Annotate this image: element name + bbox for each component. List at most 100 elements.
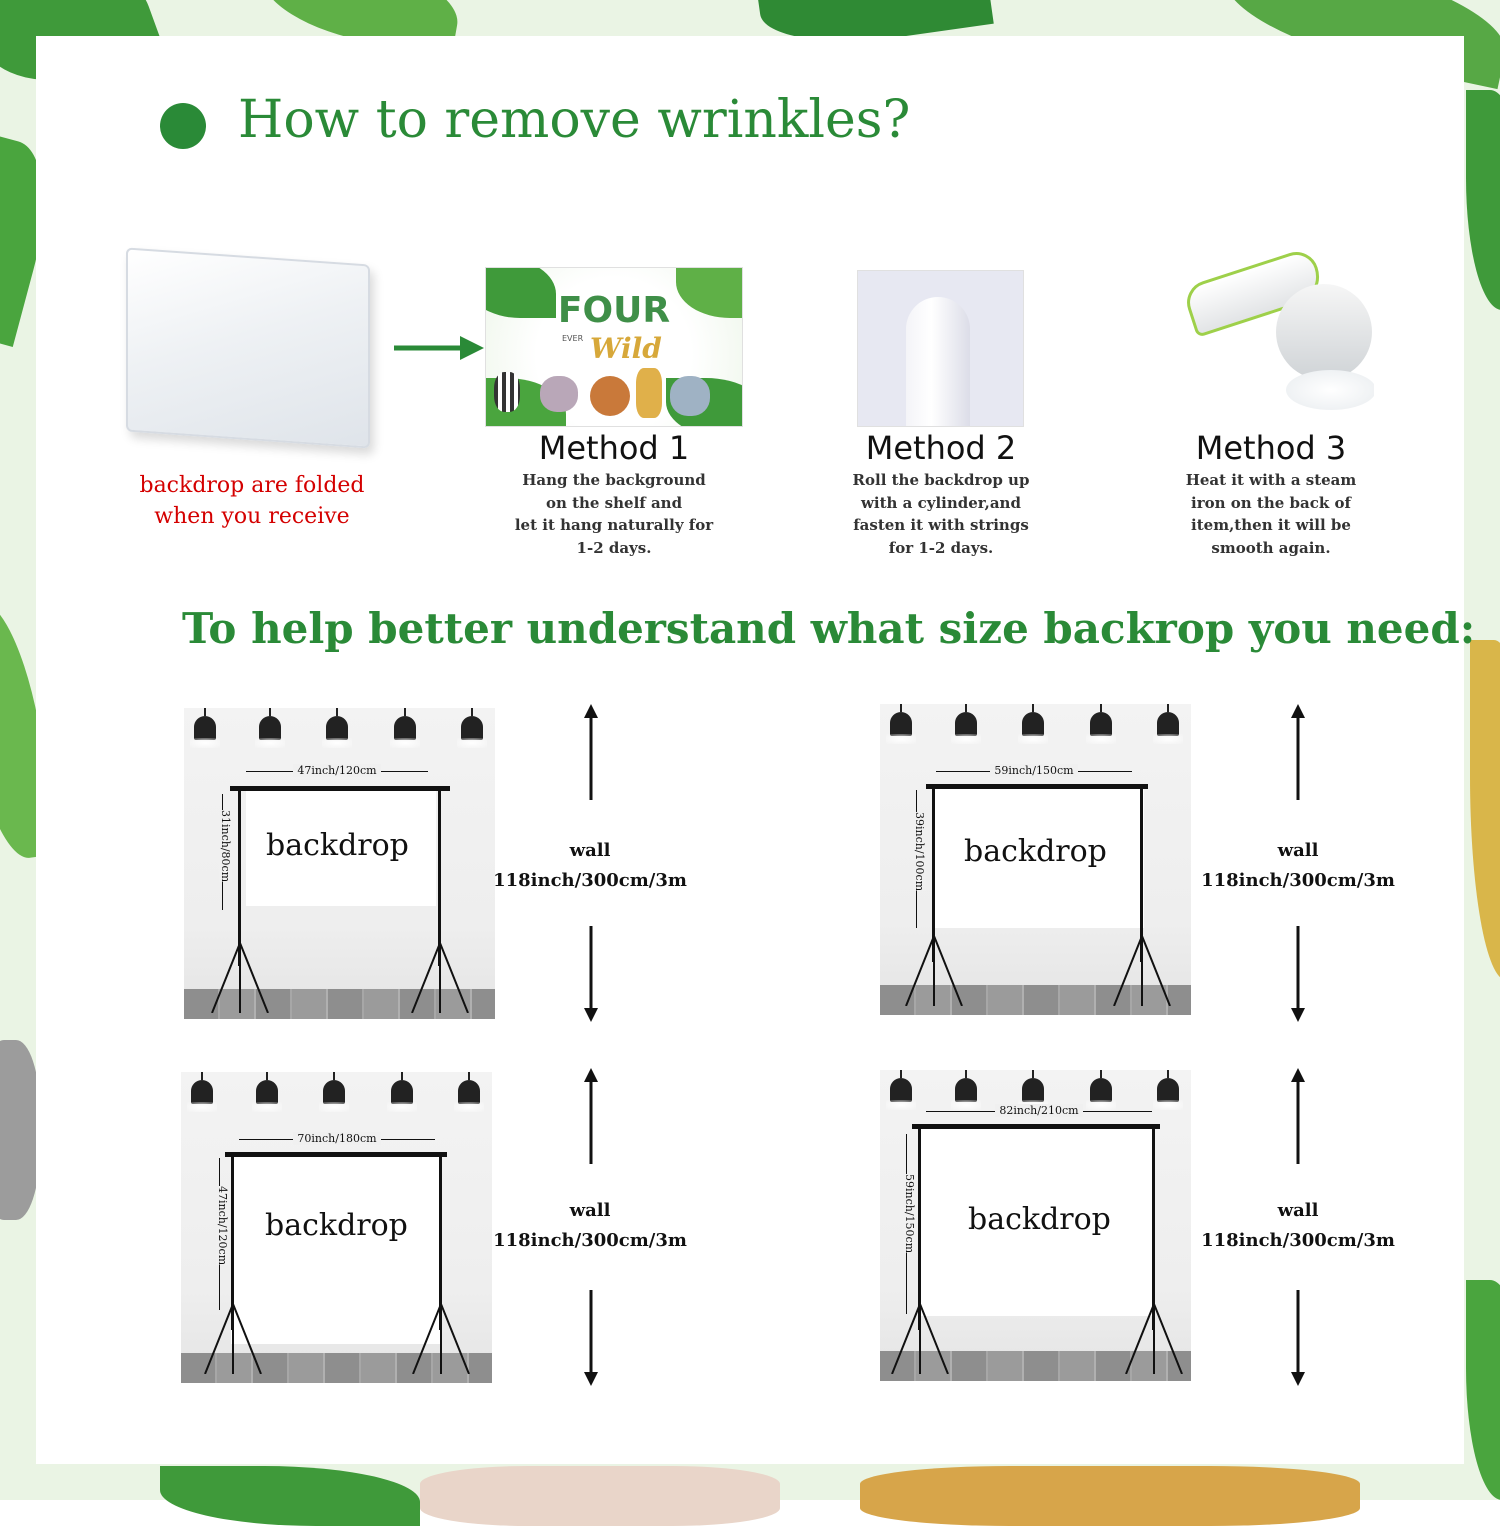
lamp-icon bbox=[390, 708, 420, 748]
wood-floor bbox=[880, 1351, 1191, 1381]
arrow-down-icon bbox=[1291, 926, 1305, 1022]
tripod-icon bbox=[905, 936, 963, 1006]
method3-thumbnail bbox=[1176, 250, 1374, 412]
height-label: 47inch/120cm bbox=[216, 1186, 229, 1266]
page-title: How to remove wrinkles? bbox=[238, 90, 911, 150]
crossbar bbox=[912, 1124, 1160, 1129]
width-dimension: 70inch/180cm bbox=[239, 1132, 435, 1145]
crossbar bbox=[926, 784, 1148, 789]
leaf-decoration bbox=[860, 1466, 1360, 1526]
height-label: 39inch/100cm bbox=[913, 812, 926, 892]
method1-description: Hang the background on the shelf and let… bbox=[486, 469, 742, 559]
method1-title: Method 1 bbox=[538, 429, 690, 467]
width-label: 82inch/210cm bbox=[995, 1104, 1083, 1117]
method2-thumbnail bbox=[857, 270, 1024, 427]
tripod-icon bbox=[411, 943, 469, 1013]
wall-label: wall bbox=[1277, 1200, 1319, 1221]
content-panel: How to remove wrinkles? backdrop are fol… bbox=[36, 36, 1475, 1464]
lamp-icon bbox=[255, 708, 285, 748]
tripod-icon bbox=[891, 1304, 949, 1374]
lamp-icon bbox=[1018, 1070, 1048, 1110]
backdrop-label: backdrop bbox=[968, 1202, 1111, 1237]
width-label: 47inch/120cm bbox=[293, 764, 381, 777]
arrow-down-icon bbox=[584, 926, 598, 1022]
wood-floor bbox=[880, 985, 1191, 1015]
lamp-icon bbox=[457, 708, 487, 748]
lamp-icon bbox=[319, 1072, 349, 1112]
crossbar bbox=[225, 1152, 447, 1157]
elephant-icon bbox=[670, 376, 710, 416]
leaf-decoration bbox=[1466, 90, 1500, 310]
wall-size: 118inch/300cm/3m bbox=[1201, 870, 1395, 891]
method1-thumbnail: FOUR EVER Wild bbox=[485, 267, 743, 427]
backdrop-label: backdrop bbox=[265, 1208, 408, 1243]
lamp-icon bbox=[951, 704, 981, 744]
width-dimension: 59inch/150cm bbox=[936, 764, 1132, 777]
rolled-cylinder bbox=[906, 297, 970, 426]
stand-pole bbox=[439, 1154, 442, 1330]
method-desc-line: iron on the back of bbox=[1191, 493, 1351, 512]
tripod-icon bbox=[1125, 1304, 1183, 1374]
stand-pole bbox=[438, 788, 441, 966]
lamp-icon bbox=[1086, 1070, 1116, 1110]
lamp-icon bbox=[322, 708, 352, 748]
steam-cloud bbox=[1286, 370, 1374, 410]
stand-pole bbox=[932, 786, 935, 962]
backdrop-label: backdrop bbox=[964, 834, 1107, 869]
wall-size: 118inch/300cm/3m bbox=[493, 1230, 687, 1251]
leaf-decoration bbox=[1466, 1280, 1500, 1500]
backdrop-sheet bbox=[918, 1126, 1154, 1316]
width-dimension: 82inch/210cm bbox=[926, 1104, 1152, 1117]
lamp-icon bbox=[886, 704, 916, 744]
size-section-heading: To help better understand what size back… bbox=[182, 604, 1476, 653]
stand-pole bbox=[1140, 786, 1143, 962]
method3-title: Method 3 bbox=[1195, 429, 1347, 467]
arrow-up-icon bbox=[1291, 704, 1305, 800]
size-scene-1: 47inch/120cm 31inch/80cm backdrop bbox=[184, 708, 495, 1019]
leaf-decoration bbox=[486, 268, 556, 318]
stand-pole bbox=[231, 1154, 234, 1330]
method-desc-line: Roll the backdrop up bbox=[852, 471, 1030, 489]
lamp-icon bbox=[252, 1072, 282, 1112]
lamp-icon bbox=[1018, 704, 1048, 744]
tripod-icon bbox=[211, 943, 269, 1013]
folded-note-line: when you receive bbox=[154, 504, 350, 529]
size-scene-4: 82inch/210cm 59inch/150cm backdrop bbox=[880, 1070, 1191, 1381]
wall-size-text: wall 118inch/300cm/3m bbox=[1198, 1196, 1398, 1256]
leaf-decoration bbox=[160, 1466, 420, 1526]
leaf-decoration bbox=[0, 1040, 40, 1220]
lamp-icon bbox=[190, 708, 220, 748]
wall-label: wall bbox=[1277, 840, 1319, 861]
backdrop-sheet bbox=[231, 1154, 441, 1344]
bullet-dot bbox=[160, 103, 206, 149]
lamp-icon bbox=[951, 1070, 981, 1110]
method-desc-line: let it hang naturally for bbox=[514, 516, 714, 534]
wall-size: 118inch/300cm/3m bbox=[493, 870, 687, 891]
backdrop-sheet bbox=[932, 786, 1144, 928]
arrow-up-icon bbox=[584, 1068, 598, 1164]
size-scene-3: 70inch/180cm 47inch/120cm backdrop bbox=[181, 1072, 492, 1383]
height-label: 31inch/80cm bbox=[219, 810, 232, 883]
backdrop-label: backdrop bbox=[266, 828, 409, 863]
method-desc-line: smooth again. bbox=[1211, 538, 1331, 557]
method-desc-line: on the shelf and bbox=[545, 493, 683, 512]
stand-pole bbox=[1152, 1126, 1155, 1330]
lamp-icon bbox=[454, 1072, 484, 1112]
width-label: 70inch/180cm bbox=[293, 1132, 381, 1145]
folded-backdrop-image bbox=[126, 247, 370, 449]
steamer-head bbox=[1276, 284, 1372, 380]
method3-description: Heat it with a steam iron on the back of… bbox=[1146, 469, 1396, 559]
leaf-decoration bbox=[1470, 640, 1500, 980]
arrow-down-icon bbox=[584, 1290, 598, 1386]
method2-title: Method 2 bbox=[865, 429, 1017, 467]
leaf-decoration bbox=[420, 1466, 780, 1526]
lamp-icon bbox=[1086, 704, 1116, 744]
method-desc-line: 1-2 days. bbox=[576, 538, 652, 557]
thumb-four-text: FOUR bbox=[557, 290, 671, 331]
size-scene-2: 59inch/150cm 39inch/100cm backdrop bbox=[880, 704, 1191, 1015]
thumb-wild-text: Wild bbox=[590, 332, 662, 365]
method-desc-line: Heat it with a steam bbox=[1185, 471, 1357, 489]
giraffe-icon bbox=[636, 368, 662, 418]
method-desc-line: fasten it with strings bbox=[853, 516, 1029, 534]
method-desc-line: for 1-2 days. bbox=[888, 538, 994, 557]
